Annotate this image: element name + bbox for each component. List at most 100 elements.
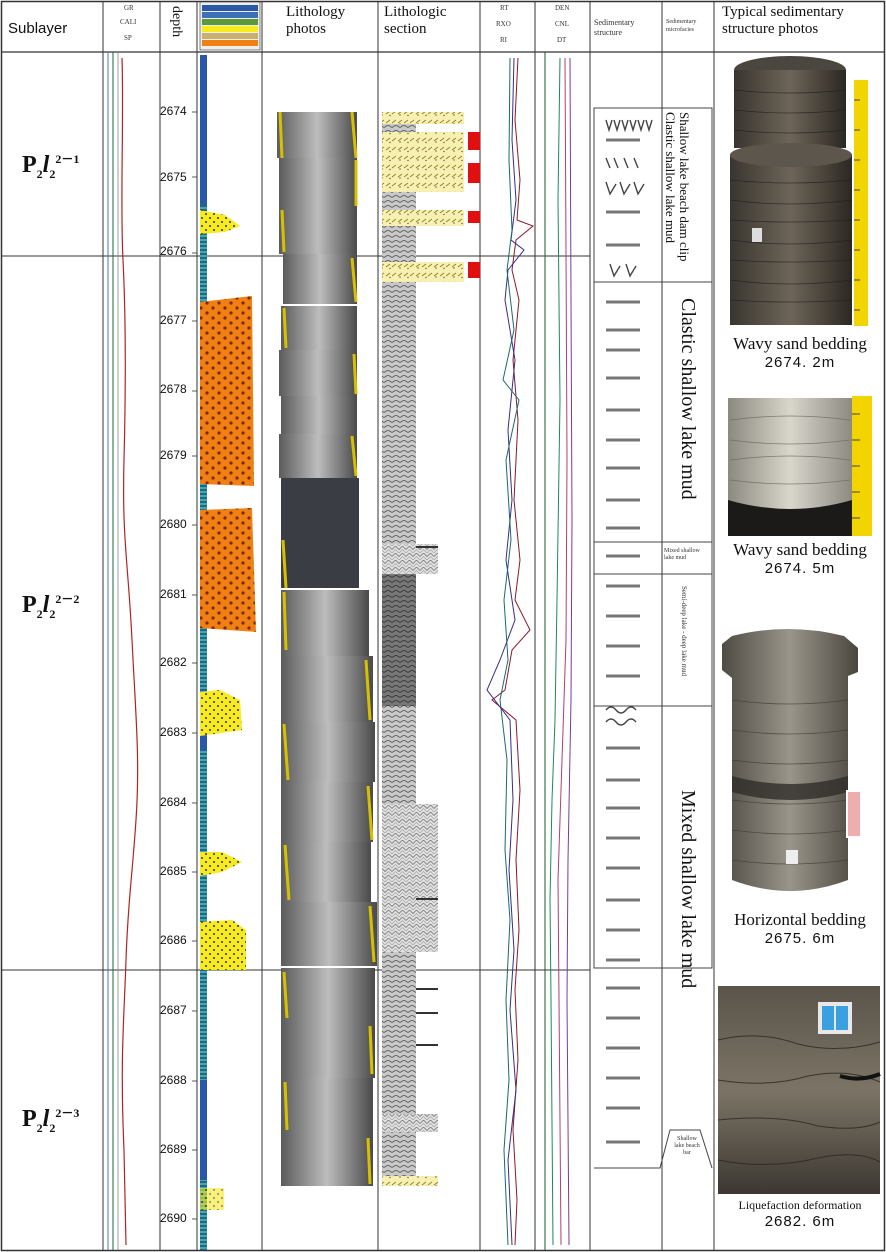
sublayer-3-sup: 2－3	[55, 1106, 80, 1120]
sand-body-3	[200, 920, 246, 970]
log-track-3	[544, 52, 573, 1250]
sedimentary-structure-header: Sedimentary structure	[594, 18, 635, 37]
log-track-1	[107, 52, 139, 1250]
depth-ticks	[192, 111, 197, 1220]
depth-label: 2681	[160, 587, 187, 601]
log1-header-sp: SP	[124, 34, 132, 42]
red-markers	[468, 132, 480, 278]
depth-label: 2687	[160, 1003, 187, 1017]
sublayer-3-base: P	[22, 1106, 37, 1132]
depth-header: depth	[169, 6, 184, 38]
typical-photo-1	[718, 56, 880, 328]
depth-label: 2679	[160, 448, 187, 462]
sublayer-label-1: P2l22－1	[22, 150, 79, 182]
den-curve	[549, 57, 561, 1246]
sublayer-2-mid: l	[42, 592, 50, 618]
sublayer-3-sub1: 2	[36, 1120, 43, 1135]
photo-2-caption: Wavy sand bedding	[733, 540, 867, 559]
sublayer-label-2: P2l22－2	[22, 590, 79, 622]
microfacies-label-f6: Mixed shallow lake mud	[677, 790, 699, 989]
dolomite-body-1	[200, 296, 254, 486]
microfacies-boxes	[593, 107, 713, 1169]
sublayer-header: Sublayer	[8, 20, 68, 37]
depth-label: 2675	[160, 170, 187, 184]
microfacies-label-f7: Shallow lake beach bar	[674, 1136, 700, 1156]
lithology-photos-label: Lithology photos	[286, 4, 346, 37]
microfacies-label-f2: Clastic shallow lake mud	[663, 112, 678, 244]
sublayer-1-sub1: 2	[36, 166, 43, 181]
log-track-2	[486, 57, 534, 1246]
microfacies-label-f1: Shallow lake beach dam clip	[677, 112, 692, 262]
rxo-curve	[486, 57, 525, 1246]
sublayer-label-3: P2l22－3	[22, 1104, 79, 1136]
depth-label: 2676	[160, 244, 187, 258]
depth-label: 2685	[160, 864, 187, 878]
typical-photo-3	[718, 620, 878, 910]
typical-photos-header: Typical sedimentary structure photos	[722, 4, 844, 37]
photo-1-caption: Wavy sand bedding	[733, 334, 867, 353]
lithologic-section-label: Lithologic section	[384, 4, 447, 37]
sublayer-2-sup: 2－2	[55, 592, 80, 606]
lithologic-section	[382, 112, 480, 1186]
depth-label: 2678	[160, 382, 187, 396]
lithology-column	[199, 1, 261, 1250]
photo-caption-3: Horizontal bedding 2675. 6m	[715, 910, 885, 947]
photo-3-depth: 2675. 6m	[764, 930, 836, 947]
sublayer-2-sub2: 2	[49, 606, 56, 621]
sublayer-1-sub2: 2	[49, 166, 56, 181]
sublayer-1-base: P	[22, 152, 37, 178]
photo-caption-1: Wavy sand bedding 2674. 2m	[715, 334, 885, 371]
log3-header-den: DEN	[555, 4, 570, 12]
log3-header-cnl: CNL	[555, 20, 569, 28]
photo-caption-4: Liquefaction deformation 2682. 6m	[715, 1198, 885, 1230]
lithologic-section-header: Lithologic section	[384, 4, 476, 38]
photo-4-caption: Liquefaction deformation	[738, 1198, 862, 1212]
log1-header-cali: CALI	[120, 18, 137, 26]
sublayer-1-mid: l	[42, 152, 50, 178]
sublayer-2-sub1: 2	[36, 606, 43, 621]
typical-photo-4	[717, 986, 881, 1194]
microfacies-label-f3: Clastic shallow lake mud	[677, 298, 699, 500]
photo-3-caption: Horizontal bedding	[734, 910, 866, 929]
ri-curve	[499, 57, 520, 1246]
sublayer-2-base: P	[22, 592, 37, 618]
depth-label: 2688	[160, 1073, 187, 1087]
rt-curve	[491, 57, 534, 1246]
sedimentary-structure-column	[605, 119, 653, 1144]
photo-1-depth: 2674. 2m	[764, 354, 836, 371]
log1-header-gr: GR	[124, 4, 134, 12]
depth-label: 2683	[160, 725, 187, 739]
sublayer-3-sub2: 2	[49, 1120, 56, 1135]
depth-label: 2682	[160, 655, 187, 669]
depth-label: 2674	[160, 104, 187, 118]
microfacies-label-f4: Mixed shallow lake mud	[664, 548, 700, 561]
depth-label: 2689	[160, 1142, 187, 1156]
log2-header-ri: RI	[500, 36, 507, 44]
photo-caption-2: Wavy sand bedding 2674. 5m	[715, 540, 885, 577]
sand-wedge-1	[200, 210, 240, 234]
lithology-photos-header: Lithology photos	[286, 4, 374, 38]
depth-label: 2684	[160, 795, 187, 809]
column-dividers	[102, 2, 715, 1250]
microfacies-label-f5: Semi-deep lake - deep lake mud	[680, 586, 688, 676]
lithology-photo-column	[277, 111, 377, 1186]
dolomite-body-2	[200, 508, 256, 632]
depth-label: 2690	[160, 1211, 187, 1225]
depth-label: 2686	[160, 933, 187, 947]
gr-curve	[121, 57, 139, 1246]
cnl-curve	[557, 57, 568, 1246]
depth-label: 2680	[160, 517, 187, 531]
log2-header-rt: RT	[500, 4, 509, 12]
photo-2-depth: 2674. 5m	[764, 560, 836, 577]
sand-body-2	[200, 852, 242, 876]
sand-body-1	[200, 690, 242, 736]
sublayer-3-mid: l	[42, 1106, 50, 1132]
sublayer-1-sup: 2－1	[55, 152, 80, 166]
dt-curve	[566, 57, 573, 1246]
sedimentary-microfacies-header: Sedimentary microfacies	[666, 19, 697, 33]
typical-photo-2	[722, 394, 876, 536]
log3-header-dt: DT	[557, 36, 567, 44]
depth-label: 2677	[160, 313, 187, 327]
